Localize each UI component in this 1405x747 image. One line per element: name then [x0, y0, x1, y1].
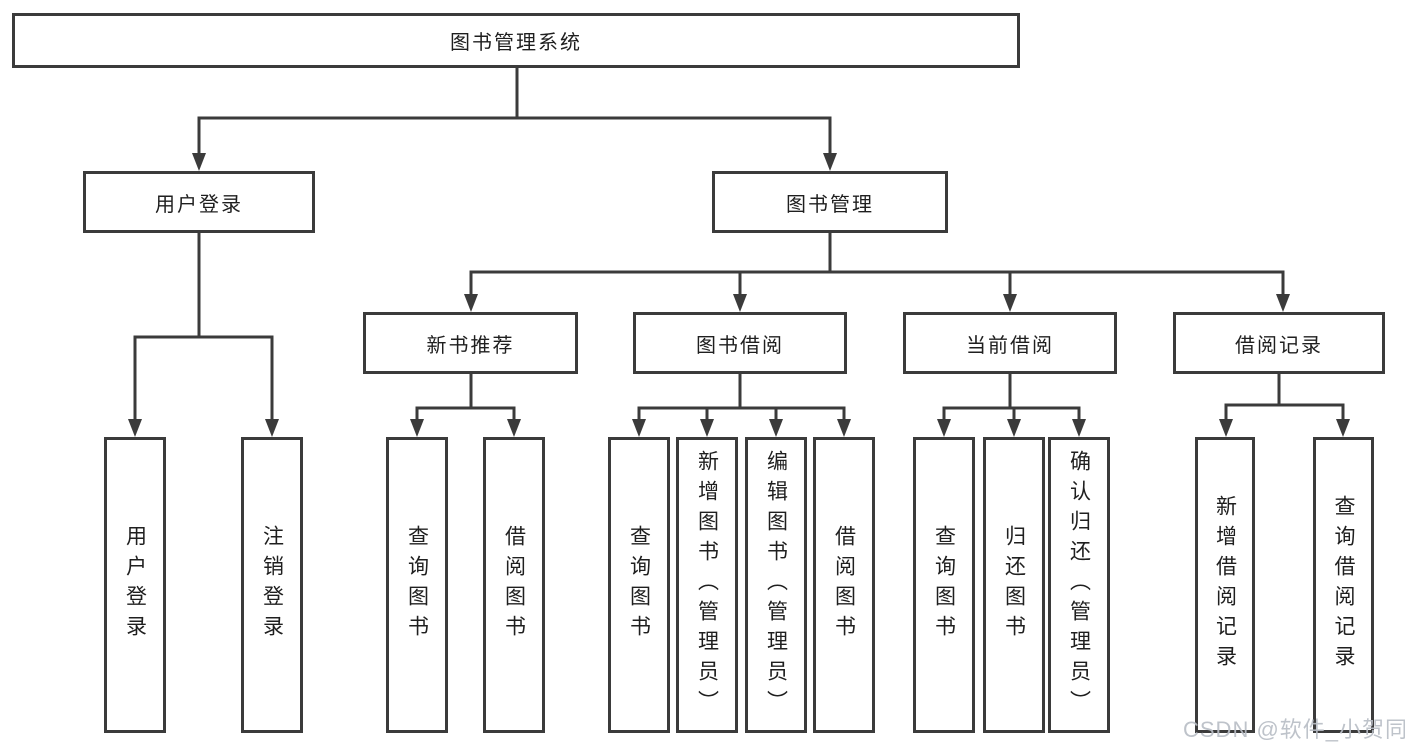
leaf-add-books-admin: 新增图书（管理员） — [676, 437, 738, 733]
arrowheads — [128, 153, 1350, 437]
arrowhead — [1003, 294, 1017, 312]
arrowhead — [507, 419, 521, 437]
arrowhead — [1007, 419, 1021, 437]
connector-bookmgmt-to-level3 — [469, 233, 1285, 296]
leaf-edit-books-admin: 编辑图书（管理员） — [745, 437, 807, 733]
node-current-borrow-label: 当前借阅 — [966, 334, 1054, 357]
leaf-add-books-admin-label: 新增图书（管理员） — [695, 450, 719, 720]
node-new-book-recommend: 新书推荐 — [363, 312, 578, 374]
leaf-return-books-label: 归还图书 — [1002, 525, 1026, 645]
arrowhead — [1072, 419, 1086, 437]
node-user-login: 用户登录 — [83, 171, 315, 233]
leaf-confirm-return-admin-label: 确认归还（管理员） — [1067, 450, 1091, 720]
connector-current-to-leaves — [942, 374, 1081, 421]
connector-root-to-level2 — [197, 68, 832, 154]
leaf-borrow-books-recommend: 借阅图书 — [483, 437, 545, 733]
leaf-borrow-books-recommend-label: 借阅图书 — [502, 525, 526, 645]
node-root-label: 图书管理系统 — [450, 32, 582, 54]
arrowhead — [733, 294, 747, 312]
leaf-edit-books-admin-label: 编辑图书（管理员） — [764, 450, 788, 720]
leaf-add-borrow-record: 新增借阅记录 — [1195, 437, 1255, 733]
node-new-book-recommend-label: 新书推荐 — [426, 334, 515, 357]
node-user-login-label: 用户登录 — [155, 193, 243, 216]
leaf-query-borrow-record-label: 查询借阅记录 — [1332, 495, 1355, 675]
leaf-user-login-label: 用户登录 — [123, 525, 147, 645]
node-book-management-label: 图书管理 — [786, 193, 874, 216]
arrowhead — [464, 294, 478, 312]
arrowhead — [937, 419, 951, 437]
arrowhead — [1276, 294, 1290, 312]
node-book-management: 图书管理 — [712, 171, 948, 233]
connector-borrow-to-leaves — [637, 374, 846, 421]
connector-userlogin-to-leaves — [133, 233, 274, 421]
leaf-query-borrow-record: 查询借阅记录 — [1313, 437, 1374, 733]
connector-recommend-to-leaves — [415, 374, 516, 421]
connector-records-to-leaves — [1224, 374, 1345, 421]
arrowhead — [128, 419, 142, 437]
leaf-add-borrow-record-label: 新增借阅记录 — [1213, 495, 1237, 675]
leaf-user-login: 用户登录 — [104, 437, 166, 733]
arrowhead — [837, 419, 851, 437]
arrowhead — [769, 419, 783, 437]
leaf-confirm-return-admin: 确认归还（管理员） — [1048, 437, 1110, 733]
arrowhead — [265, 419, 279, 437]
node-book-borrow: 图书借阅 — [633, 312, 847, 374]
leaf-query-books-borrow: 查询图书 — [608, 437, 670, 733]
leaf-query-books-current-label: 查询图书 — [932, 525, 956, 645]
leaf-query-books-recommend: 查询图书 — [386, 437, 448, 733]
node-book-borrow-label: 图书借阅 — [696, 334, 784, 357]
arrowhead — [1336, 419, 1350, 437]
leaf-query-books-borrow-label: 查询图书 — [627, 525, 651, 645]
leaf-query-books-current: 查询图书 — [913, 437, 975, 733]
node-current-borrow: 当前借阅 — [903, 312, 1117, 374]
leaf-borrow-books: 借阅图书 — [813, 437, 875, 733]
arrowhead — [192, 153, 206, 171]
leaf-query-books-recommend-label: 查询图书 — [405, 525, 429, 645]
arrowhead — [632, 419, 646, 437]
leaf-borrow-books-label: 借阅图书 — [832, 525, 856, 645]
leaf-logout-login-label: 注销登录 — [260, 525, 284, 645]
arrowhead — [700, 419, 714, 437]
node-borrow-records-label: 借阅记录 — [1235, 334, 1323, 357]
node-root: 图书管理系统 — [12, 13, 1020, 68]
arrowhead — [823, 153, 837, 171]
csdn-watermark: CSDN @软件_小贺同学 — [1183, 717, 1405, 742]
node-borrow-records: 借阅记录 — [1173, 312, 1385, 374]
arrowhead — [1219, 419, 1233, 437]
leaf-logout-login: 注销登录 — [241, 437, 303, 733]
arrowhead — [410, 419, 424, 437]
leaf-return-books: 归还图书 — [983, 437, 1045, 733]
